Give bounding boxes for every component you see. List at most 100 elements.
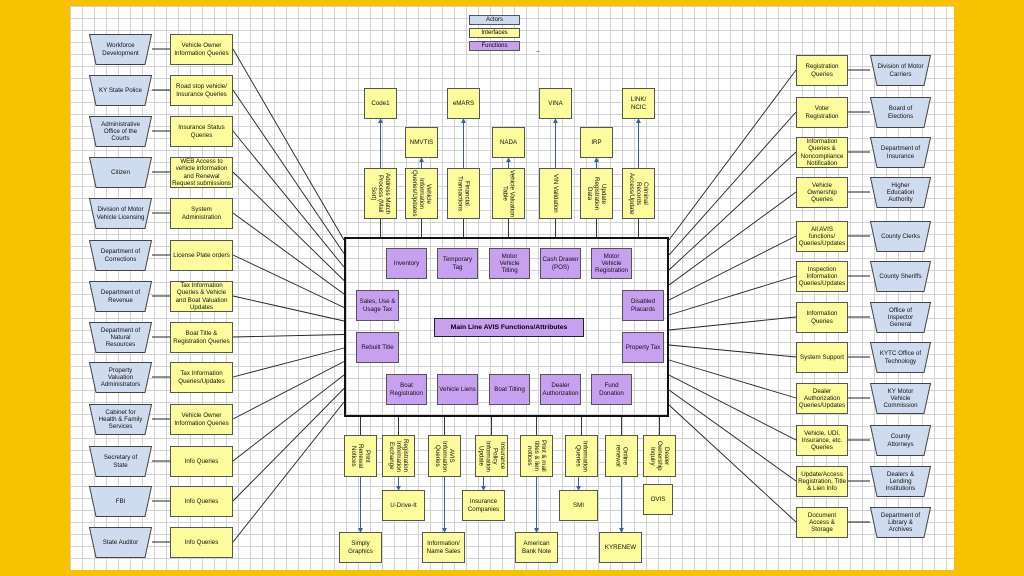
function-sales-use-usage-tax-label: Sales, Use & Usage Tax — [359, 298, 396, 313]
main-line-label: Main Line AVIS Functions/Attributes — [434, 318, 584, 337]
top-interface-criminal-records-access-update-label: Criminal Records Access/Update — [627, 172, 650, 215]
right-actor-division-of-motor-carriers-label: Division of Motor Carriers — [877, 63, 924, 78]
legend-actors: Actors — [469, 15, 520, 25]
right-interface-information-queries-noncompliance-notification: Information Queries & Noncompliance Noti… — [796, 137, 848, 168]
bottom-system-insurance-companies: Insurance Companies — [462, 490, 505, 521]
bottom-system-ovis: OVIS — [643, 484, 673, 515]
right-interface-vehicle-udi-insurance-etc-queries: Vehicle, UDI, Insurance, etc. Queries — [796, 425, 848, 456]
right-interface-voter-registration: Voter Registration — [796, 97, 848, 128]
bottom-interface-print-mail-titles-lien-notices: Print & mail titles & lien notices — [520, 435, 553, 477]
left-actor-department-of-corrections-label: Department of Corrections — [100, 248, 141, 263]
bottom-system-information-name-sales: Information/ Name Sales — [422, 532, 465, 563]
top-system-vina-label: VINA — [548, 99, 563, 107]
top-system-nada-label: NADA — [499, 138, 518, 146]
function-vehicle-liens: Vehicle Liens — [437, 374, 478, 405]
left-actor-cabinet-for-health-family-services-label: Cabinet for Health & Family Services — [98, 408, 143, 431]
top-interface-vin-validation-label: VIN Validation — [552, 174, 560, 213]
left-actor-administrative-office-of-the-courts: Administrative Office of the Courts — [89, 116, 152, 147]
right-actor-department-of-insurance: Department of Insurance — [870, 137, 931, 168]
left-actor-department-of-revenue: Department of Revenue — [89, 281, 152, 312]
left-actor-department-of-revenue-label: Department of Revenue — [100, 289, 141, 304]
left-interface-tax-information-queries-updates: Tax Information Queries/Updates — [170, 362, 233, 393]
right-actor-kytc-office-of-technology: KYTC Office of Technology — [870, 342, 931, 373]
left-interface-road-stop-vehicle-insurance-queries: Road stop vehicle/ Insurance Queries — [170, 75, 233, 106]
left-actor-citizen: Citizen — [89, 157, 152, 188]
top-interface-address-match-process-mail-sort-label: Address Match Process (Mail Sort) — [369, 172, 392, 215]
right-interface-dealer-authorization-queries-updates-label: Dealer Authorization Queries/Updates — [798, 387, 846, 410]
top-system-link-ncic: LINK/ NCIC — [622, 88, 655, 119]
right-interface-all-avis-functions-queries-updates: All AVIS functions/ Queries/Updates — [796, 221, 848, 252]
bottom-interface-online-renewal-label: Online renewal — [614, 445, 629, 467]
top-system-code1: Code1 — [364, 88, 397, 119]
left-interface-insurance-status-queries: Insurance Status Queries — [170, 116, 233, 147]
function-temporary-tag: Temporary Tag — [437, 248, 478, 279]
left-interface-tax-information-queries-vehicle-and-boat-valuation-updates-label: Tax Information Queries & Vehicle and Bo… — [175, 282, 228, 311]
bottom-system-simply-graphics: Simply Graphics — [339, 532, 382, 563]
left-wire-6 — [232, 295, 345, 322]
left-actor-citizen-label: Citizen — [111, 168, 130, 176]
right-actor-office-of-inspector-general: Office of Inspector General — [870, 302, 931, 333]
bottom-system-american-bank-note-label: American Bank Note — [522, 540, 551, 555]
bottom-interface-insurance-policy-information-update: Insurance Policy Information Update — [475, 435, 508, 477]
left-actor-ky-state-police: KY State Police — [89, 75, 152, 106]
left-wire-3 — [232, 171, 345, 281]
left-actor-division-of-motor-vehicle-licensing-label: Division of Motor Vehicle Licensing — [96, 206, 145, 221]
left-wire-12 — [232, 401, 345, 543]
top-system-code1-label: Code1 — [371, 99, 390, 107]
top-interface-update-registration-data: Update Registration Data — [580, 168, 613, 219]
right-interface-inspection-information-queries-updates: Inspection Information Queries/Updates — [796, 261, 848, 292]
function-fund-donation-label: Fund Donation — [599, 382, 624, 397]
function-rebuilt-title: Rebuilt Title — [356, 332, 399, 363]
right-wire-8 — [668, 359, 797, 399]
right-interface-registration-queries: Registration Queries — [796, 55, 848, 86]
bottom-system-insurance-companies-label: Insurance Companies — [467, 498, 500, 513]
function-sales-use-usage-tax: Sales, Use & Usage Tax — [356, 290, 399, 321]
function-cash-drawer-pos-label: Cash Drawer (POS) — [542, 256, 579, 271]
left-actor-fbi: FBI — [89, 486, 152, 517]
right-actor-board-of-elections-label: Board of Elections — [887, 105, 914, 120]
left-actor-workforce-development-label: Workforce Development — [102, 42, 139, 57]
bottom-interface-avis-information-queries-label: AVIS Information Queries — [433, 440, 456, 472]
bottom-system-kyrenew-label: KYRENEW — [604, 543, 637, 551]
right-interface-vehicle-ownership-queries: Vehicle Ownership Queries — [796, 177, 848, 208]
left-interface-vehicle-owner-information-queries: Vehicle Owner Information Queries — [170, 34, 233, 65]
right-interface-voter-registration-label: Voter Registration — [805, 105, 839, 120]
right-interface-document-access-storage-label: Document Access & Storage — [807, 511, 837, 534]
left-actor-property-valuation-administrators: Property Valuation Administrators — [89, 362, 152, 393]
right-wire-2 — [668, 151, 797, 271]
top-interface-vehicle-information-queries-updates: Vehicle Information Queries/Updates — [405, 168, 438, 219]
main-avis-frame — [344, 237, 669, 417]
bottom-interface-insurance-policy-information-update-label: Insurance Policy Information Update — [477, 440, 506, 472]
function-dealer-authorization: Dealer Authorization — [540, 374, 581, 405]
left-wire-10 — [232, 374, 345, 462]
right-interface-inspection-information-queries-updates-label: Inspection Information Queries/Updates — [798, 265, 846, 288]
top-system-irp-label: IRP — [591, 138, 602, 146]
right-interface-document-access-storage: Document Access & Storage — [796, 507, 848, 538]
top-interface-financial-transactions-label: Financial Transactions — [456, 175, 471, 212]
left-interface-tax-information-queries-updates-label: Tax Information Queries/Updates — [178, 370, 225, 385]
left-actor-department-of-natural-resources: Department of Natural Resources — [89, 322, 152, 353]
function-boat-registration-label: Boat Registration — [389, 382, 424, 397]
right-wire-9 — [668, 374, 797, 441]
right-wire-10 — [668, 389, 797, 482]
right-interface-information-queries: Information Queries — [796, 302, 848, 333]
right-wire-11 — [668, 404, 797, 523]
left-interface-system-administration-label: System Administration — [181, 206, 222, 221]
bottom-system-u-drive-it: U-Drive-It — [382, 490, 425, 521]
left-wire-8 — [232, 347, 345, 378]
bottom-system-kyrenew: KYRENEW — [599, 532, 642, 563]
connector-lines — [152, 48, 870, 543]
left-interface-tax-information-queries-vehicle-and-boat-valuation-updates: Tax Information Queries & Vehicle and Bo… — [170, 281, 233, 312]
bottom-interface-dealer-ownership-inquiry: Dealer Ownership Inquiry — [643, 435, 676, 477]
right-actor-dealers-lending-institutions: Dealers & Lending Institutions — [870, 466, 931, 497]
bottom-system-american-bank-note: American Bank Note — [515, 532, 558, 563]
right-actor-office-of-inspector-general-label: Office of Inspector General — [887, 306, 914, 329]
bottom-interface-information-queries: Information Queries — [565, 435, 598, 477]
bottom-interface-avis-information-queries: AVIS Information Queries — [428, 435, 461, 477]
right-actor-county-sheriffs-label: County Sheriffs — [879, 272, 922, 280]
left-interface-system-administration: System Administration — [170, 198, 233, 229]
right-actor-county-clerks: County Clerks — [870, 221, 931, 252]
left-interface-vehicle-owner-information-queries-label: Vehicle Owner Information Queries — [174, 42, 229, 57]
left-interface-license-plate-orders: License Plate orders — [170, 240, 233, 271]
